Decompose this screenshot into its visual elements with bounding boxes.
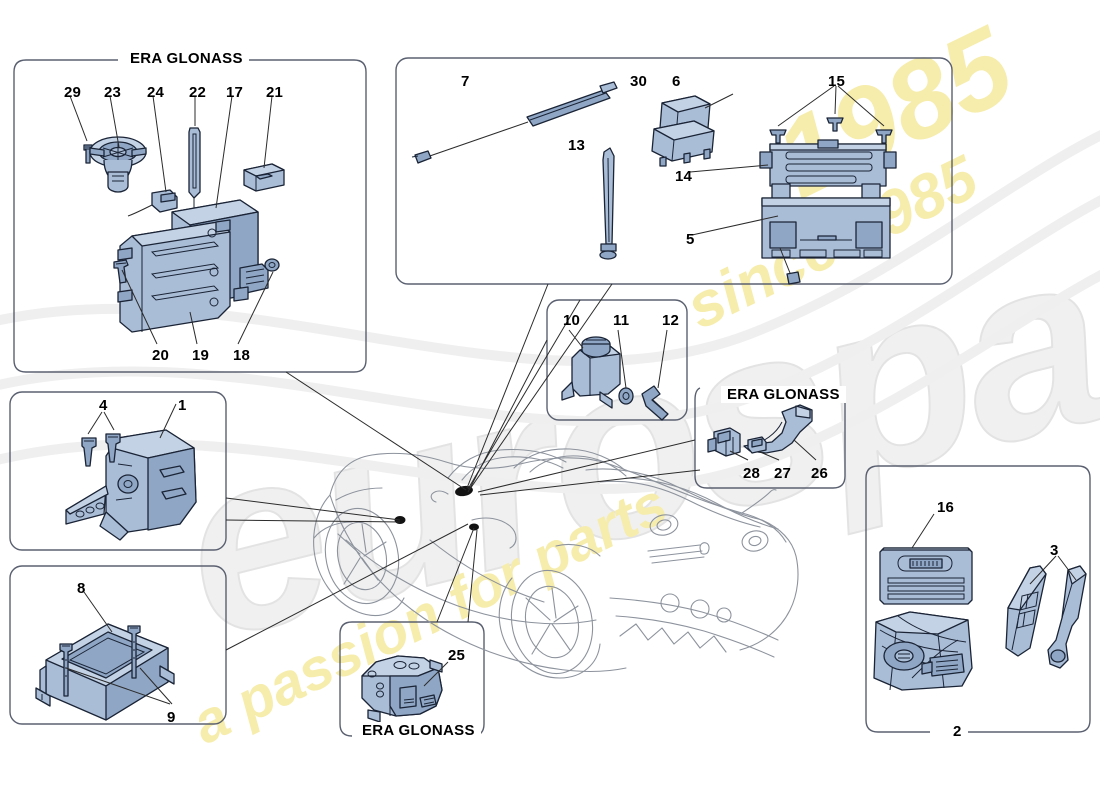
part-24-connector xyxy=(127,189,178,217)
callout-label-19: 19 xyxy=(192,347,210,364)
valet-key xyxy=(1047,565,1087,669)
part-20-bolt xyxy=(113,259,129,284)
part-28-connector-block xyxy=(707,427,749,461)
callout-label-22: 22 xyxy=(189,84,207,101)
panel-title-top-left: ERA GLONASS xyxy=(124,50,249,67)
callout-label-11: 11 xyxy=(613,312,630,329)
callout-label-4: 4 xyxy=(99,397,108,414)
part-15-clips xyxy=(769,85,893,144)
part-22-antenna-strip xyxy=(188,127,201,218)
panel-keys xyxy=(865,465,1091,733)
ferrari-badge-on-card xyxy=(897,555,953,572)
part-8-ecu-module xyxy=(35,591,175,721)
callout-label-20: 20 xyxy=(152,347,170,364)
callout-label-15: 15 xyxy=(828,73,846,90)
callout-label-30: 30 xyxy=(630,73,648,90)
callout-label-6: 6 xyxy=(672,73,681,90)
callout-label-3: 3 xyxy=(1050,542,1059,559)
part-25-ecu-module xyxy=(361,655,449,723)
panel-top-right xyxy=(395,57,953,285)
part-11-washer xyxy=(617,329,634,405)
panel-center-small xyxy=(546,299,688,421)
panel-title-harness: ERA GLONASS xyxy=(721,386,846,403)
callout-label-16: 16 xyxy=(937,499,955,516)
part-3-keys xyxy=(1005,555,1087,669)
callout-label-13: 13 xyxy=(568,137,586,154)
part-4-bolts xyxy=(81,411,121,467)
callout-label-9: 9 xyxy=(167,709,176,726)
callout-label-25: 25 xyxy=(448,647,466,664)
part-12-bolt xyxy=(641,329,669,421)
part-7-antenna-cable xyxy=(411,81,618,164)
callout-label-17: 17 xyxy=(226,84,244,101)
part-9-screws xyxy=(59,625,173,705)
part-23-siren-speaker xyxy=(89,136,147,193)
part-16-owner-card xyxy=(879,513,973,605)
part-13-antenna-rod xyxy=(599,147,617,260)
part-2-tool-bag xyxy=(873,611,973,691)
car-outline xyxy=(313,448,799,679)
panel-bottom-left xyxy=(9,565,227,725)
part-5-telematics-unit xyxy=(689,164,891,285)
part-18-nut xyxy=(264,258,280,272)
callout-label-18: 18 xyxy=(233,347,251,364)
part-19-bracket xyxy=(117,219,231,333)
panel-title-ecu25: ERA GLONASS xyxy=(356,722,481,739)
part-21-module-small xyxy=(243,163,285,192)
part-1-alarm-siren-module xyxy=(65,403,197,541)
panel-mid-left xyxy=(9,391,227,551)
callout-label-26: 26 xyxy=(811,465,829,482)
callout-label-29: 29 xyxy=(64,84,82,101)
part-10-tilt-sensor xyxy=(561,329,621,409)
callout-label-24: 24 xyxy=(147,84,165,101)
callout-label-5: 5 xyxy=(686,231,695,248)
part-27-clamp xyxy=(747,436,780,461)
callout-label-23: 23 xyxy=(104,84,122,101)
callout-label-21: 21 xyxy=(266,84,284,101)
callout-label-28: 28 xyxy=(743,465,761,482)
panel-top-left-era-glonass xyxy=(13,59,367,373)
part-30-antenna-base xyxy=(651,120,715,167)
callout-label-12: 12 xyxy=(662,312,680,329)
callout-label-27: 27 xyxy=(774,465,792,482)
callout-label-7: 7 xyxy=(461,73,470,90)
callout-label-10: 10 xyxy=(563,312,581,329)
panel-title-keys-2: 2 xyxy=(947,723,968,740)
callout-label-8: 8 xyxy=(77,580,86,597)
callout-label-14: 14 xyxy=(675,168,693,185)
panel-to-car-leaders xyxy=(225,283,701,651)
key-fob xyxy=(1005,565,1047,657)
callouts-top-left xyxy=(69,95,274,345)
callout-label-1: 1 xyxy=(178,397,187,414)
